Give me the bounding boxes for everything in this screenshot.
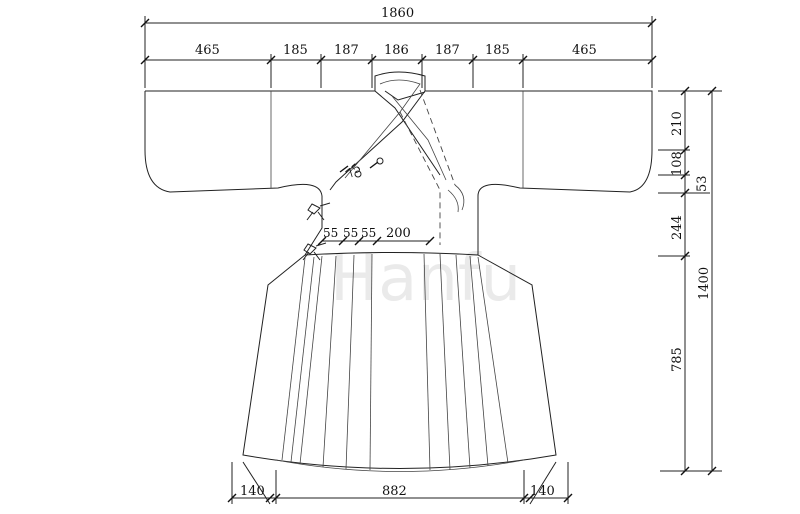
waist-dim-lines [317, 236, 435, 246]
side-ties [302, 202, 331, 261]
dim-bottom-center: 882 [382, 484, 407, 499]
dim-top-seg-4: 186 [384, 43, 409, 58]
dim-waist-small-1: 55 [323, 226, 338, 240]
bottom-dimension-lines [227, 461, 573, 505]
dim-right-1400: 1400 [697, 267, 712, 300]
dim-bottom-right: 140 [530, 484, 555, 499]
dim-right-785: 785 [670, 347, 685, 372]
dim-right-244: 244 [670, 215, 685, 240]
dim-right-210: 210 [670, 111, 685, 136]
dim-top-seg-2: 185 [283, 43, 308, 58]
garment-outline [144, 90, 653, 472]
dim-total-width: 1860 [381, 6, 414, 21]
dim-top-seg-6: 185 [485, 43, 510, 58]
top-dimension-lines [140, 16, 657, 88]
dim-top-seg-1: 465 [195, 43, 220, 58]
right-dimension-lines [658, 86, 722, 476]
dim-right-108: 108 [670, 151, 685, 176]
dim-waist-small-2: 55 [343, 226, 358, 240]
dim-top-seg-7: 465 [572, 43, 597, 58]
dim-waist-large: 200 [386, 226, 411, 241]
dim-top-seg-5: 187 [435, 43, 460, 58]
dim-top-seg-3: 187 [334, 43, 359, 58]
dim-bottom-left: 140 [240, 484, 265, 499]
collar-lapel [329, 71, 465, 245]
skirt-pleats [281, 253, 509, 471]
dim-collar-angle: 75 [343, 161, 364, 182]
dim-right-53: 53 [695, 175, 710, 192]
dim-waist-small-3: 55 [361, 226, 376, 240]
